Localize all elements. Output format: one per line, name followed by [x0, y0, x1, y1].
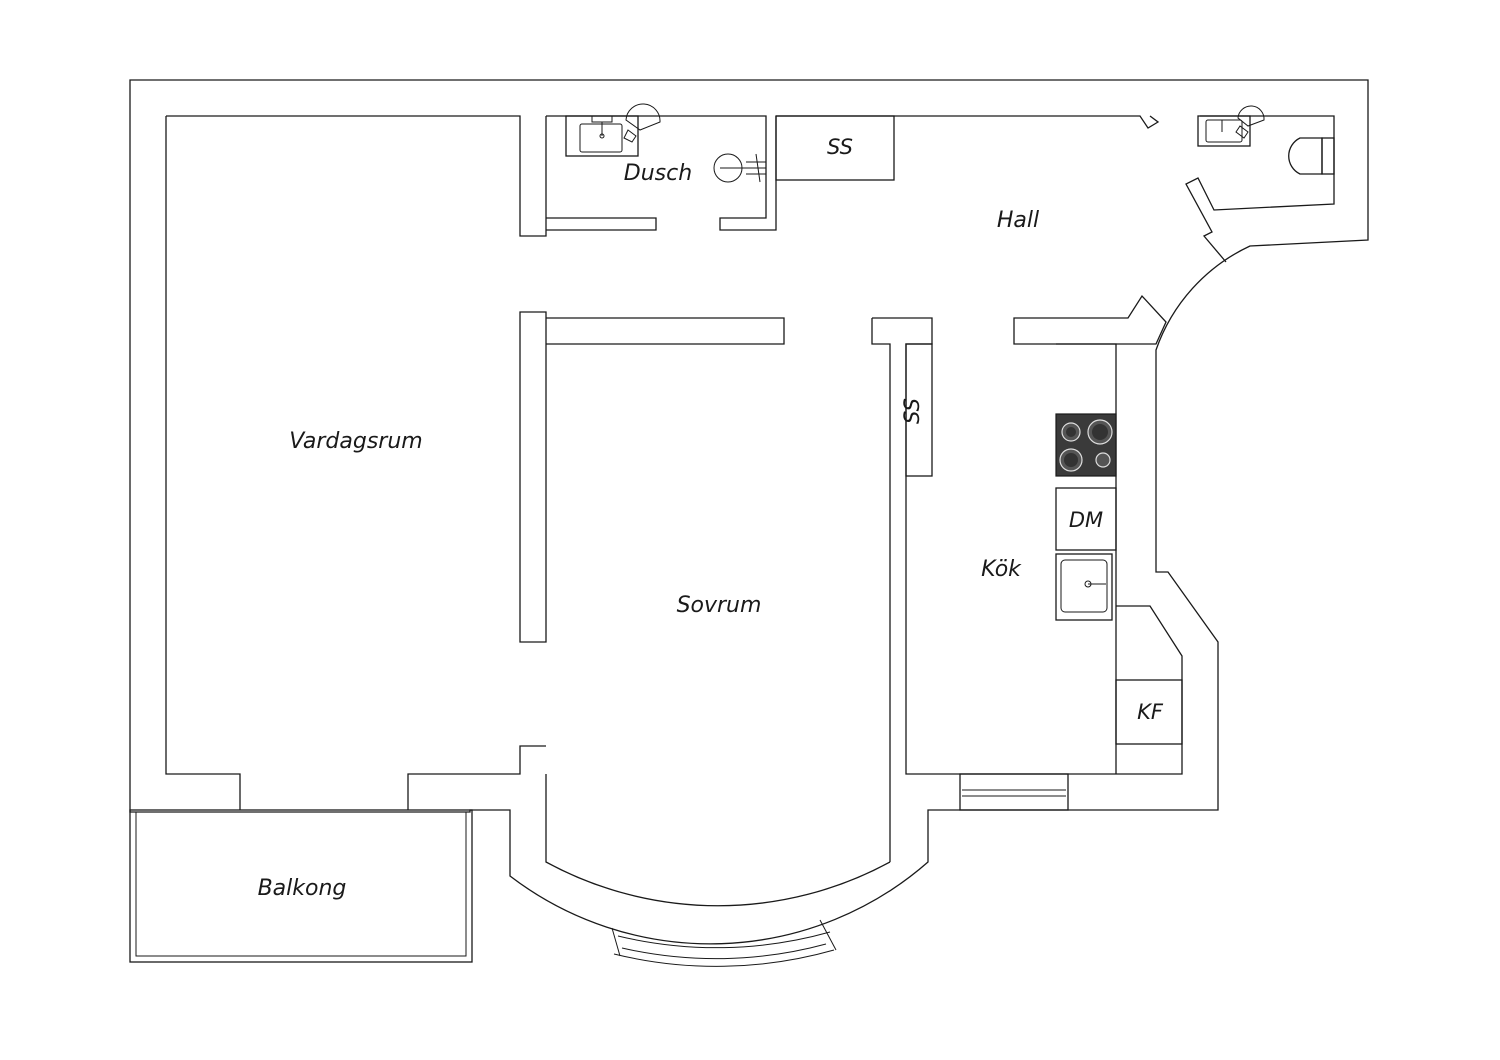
- room-label-vardagsrum: Vardagsrum: [289, 429, 422, 454]
- shower-icon: [713, 153, 766, 183]
- room-label-kok: Kök: [981, 557, 1022, 582]
- sovrum-top-wall: [546, 317, 785, 345]
- sovrum-bay: [545, 774, 891, 907]
- kitchen-sink-icon: [1055, 553, 1113, 621]
- kok-right-corner: [1116, 605, 1183, 775]
- vardagsrum-outline: [165, 115, 547, 810]
- dusch-outline: [546, 115, 777, 231]
- sovrum-wardrobe: [905, 343, 933, 477]
- stove-icon: [1055, 413, 1117, 477]
- label-kf: KF: [1137, 700, 1164, 724]
- hall-sink-icon: [1197, 105, 1265, 147]
- toilet-icon: [1288, 137, 1335, 175]
- hall-wardrobe: [775, 115, 895, 181]
- room-label-dusch: Dusch: [624, 161, 692, 186]
- dusch-sink-icon: [565, 103, 661, 157]
- fridge-box: [1115, 679, 1183, 745]
- room-label-sovrum: Sovrum: [677, 593, 762, 618]
- room-label-balkong: Balkong: [258, 876, 347, 901]
- label-ss-hall: SS: [827, 135, 853, 159]
- balcony-outline: [129, 809, 473, 963]
- kok-window: [959, 773, 1069, 811]
- room-label-hall: Hall: [997, 208, 1039, 233]
- sovrum-window: [611, 919, 837, 967]
- label-dm: DM: [1069, 508, 1103, 532]
- outer-wall-outline: [129, 79, 1369, 945]
- dishwasher-box: [1055, 487, 1117, 551]
- kok-counter: [1056, 343, 1117, 774]
- kok-top-wall: [1013, 294, 1167, 345]
- label-ss-sovrum: SS: [900, 398, 924, 424]
